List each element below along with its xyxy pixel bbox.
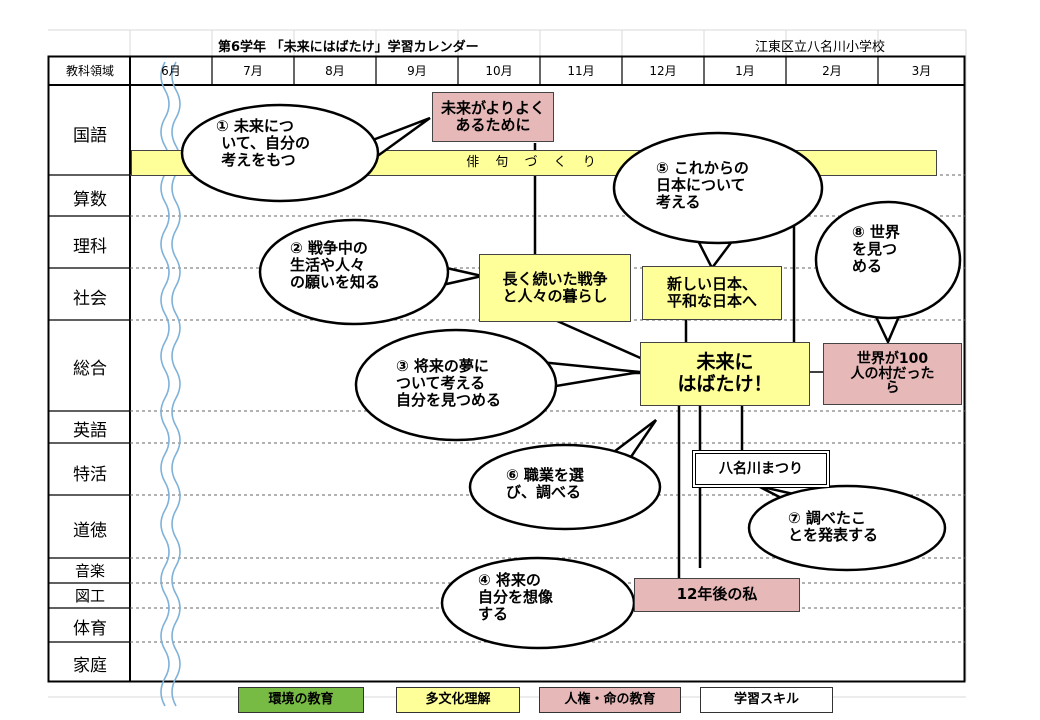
activity-mirai-yoriyoku: 未来がよりよく あるために [432, 92, 554, 142]
month-header: 3月 [911, 64, 932, 78]
legend-multicultural: 多文化理解 [396, 687, 520, 713]
month-header: 1月 [735, 64, 755, 78]
activity-mirai-ni-habatake: 未来に はばたけ！ [640, 342, 810, 406]
subject-label: 国語 [73, 126, 107, 146]
legend-environment: 環境の教育 [238, 687, 364, 713]
legend-label: 多文化理解 [425, 692, 491, 707]
month-header: 2月 [822, 64, 842, 78]
subject-label: 英語 [73, 421, 107, 441]
bubble-7 [747, 484, 947, 572]
legend-label: 学習スキル [733, 692, 799, 707]
bubble-6-text: ⑥ 職業を選 び、調べる [506, 466, 584, 501]
subject-label: 総合 [73, 359, 107, 379]
bubble-5 [612, 131, 824, 245]
activity-atarashii-nihon: 新しい日本、 平和な日本へ [642, 266, 782, 320]
legend-label: 人権・命の教育 [564, 692, 656, 707]
month-header: 8月 [325, 64, 345, 78]
bubble-3 [354, 328, 558, 442]
month-header: 6月 [161, 64, 181, 78]
bubble-7-text: ⑦ 調べたこ とを発表する [788, 509, 879, 544]
legend-human-rights: 人権・命の教育 [539, 687, 681, 713]
subject-label: 算数 [73, 190, 107, 210]
legend-learning-skills: 学習スキル [700, 687, 833, 713]
subject-label: 理科 [73, 237, 107, 257]
bubble-2 [258, 218, 450, 326]
subject-label: 体育 [73, 619, 107, 639]
month-header: 9月 [407, 64, 427, 78]
legend-label: 環境の教育 [268, 692, 334, 707]
bubble-6 [468, 443, 662, 531]
activity-sekai-100: 世界が100 人の村だった ら [823, 343, 962, 405]
activity-nagaku-tsuzuita: 長く続いた戦争 と人々の暮らし [479, 254, 631, 322]
month-header: 12月 [649, 64, 677, 78]
subject-label: 家庭 [73, 656, 107, 676]
subject-label: 特活 [73, 465, 107, 485]
school-name: 江東区立八名川小学校 [755, 40, 886, 55]
subject-label: 社会 [73, 289, 107, 309]
activity-twelve-years: 12年後の私 [634, 578, 800, 612]
subject-label: 音楽 [74, 562, 105, 580]
subject-label: 道徳 [73, 521, 107, 541]
subject-label: 図工 [74, 587, 105, 605]
month-header: 10月 [485, 64, 513, 78]
month-header: 7月 [243, 64, 263, 78]
bubble-5-text: ⑤ これからの 日本について 考える [656, 159, 749, 211]
activity-yanagawa-matsuri: 八名川まつり [692, 450, 830, 488]
bubble-1 [180, 103, 380, 203]
subject-column-header: 教科領域 [65, 64, 114, 78]
bubble-3-text: ③ 将来の夢に ついて考える 自分を見つめる [396, 357, 502, 409]
bubble-8 [814, 200, 962, 320]
bubble-2-text: ② 戦争中の 生活や人々 の願いを知る [290, 239, 381, 291]
month-header: 11月 [567, 64, 595, 78]
bubble-4-text: ④ 将来の 自分を想像 する [478, 571, 554, 623]
bubble-1-text: ① 未来につ いて、自分の 考えをもつ [216, 117, 311, 169]
page-title: 第6学年 「未来にはばたけ」学習カレンダー [218, 40, 479, 55]
bubble-8-text: ⑧ 世界 を見つ める [852, 223, 900, 275]
